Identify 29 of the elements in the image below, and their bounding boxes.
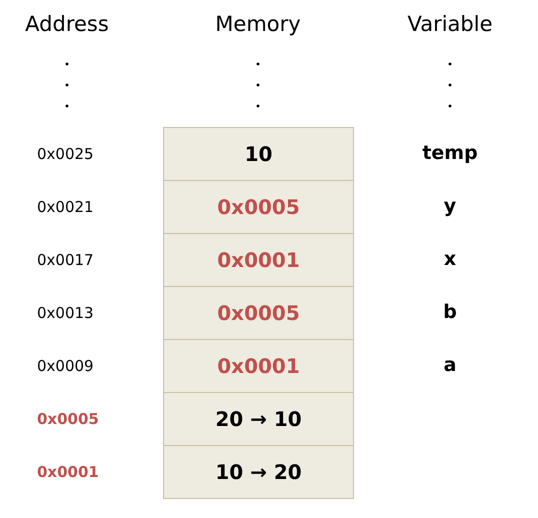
- memory-cell: [163, 392, 354, 446]
- memory-cell: [163, 445, 354, 499]
- column-header: Address: [25, 11, 109, 38]
- memory-cell: [163, 286, 354, 340]
- address-label: 0x0013: [37, 303, 94, 323]
- memory-value: 20 → 10: [215, 406, 302, 432]
- variable-name: temp: [422, 141, 478, 165]
- address-label: 0x0005: [37, 409, 99, 429]
- memory-cell: [163, 180, 354, 234]
- memory-value: 0x0001: [217, 353, 300, 379]
- memory-value: 0x0005: [217, 194, 300, 220]
- variable-name: x: [444, 247, 456, 271]
- address-label: 0x0017: [37, 250, 94, 270]
- address-label: 0x0025: [37, 144, 94, 164]
- column-header: Memory: [215, 11, 301, 38]
- address-label: 0x0021: [37, 197, 94, 217]
- memory-value: 10: [244, 141, 272, 167]
- variable-name: y: [444, 194, 456, 218]
- memory-cell: [163, 339, 354, 393]
- variable-name: b: [443, 300, 457, 324]
- variable-name: a: [444, 353, 456, 377]
- memory-cell: [163, 233, 354, 287]
- memory-cell: [163, 127, 354, 181]
- address-label: 0x0001: [37, 462, 99, 482]
- address-label: 0x0009: [37, 356, 94, 376]
- memory-value: 10 → 20: [215, 459, 302, 485]
- memory-value: 0x0005: [217, 300, 300, 326]
- column-header: Variable: [407, 11, 493, 38]
- memory-value: 0x0001: [217, 247, 300, 273]
